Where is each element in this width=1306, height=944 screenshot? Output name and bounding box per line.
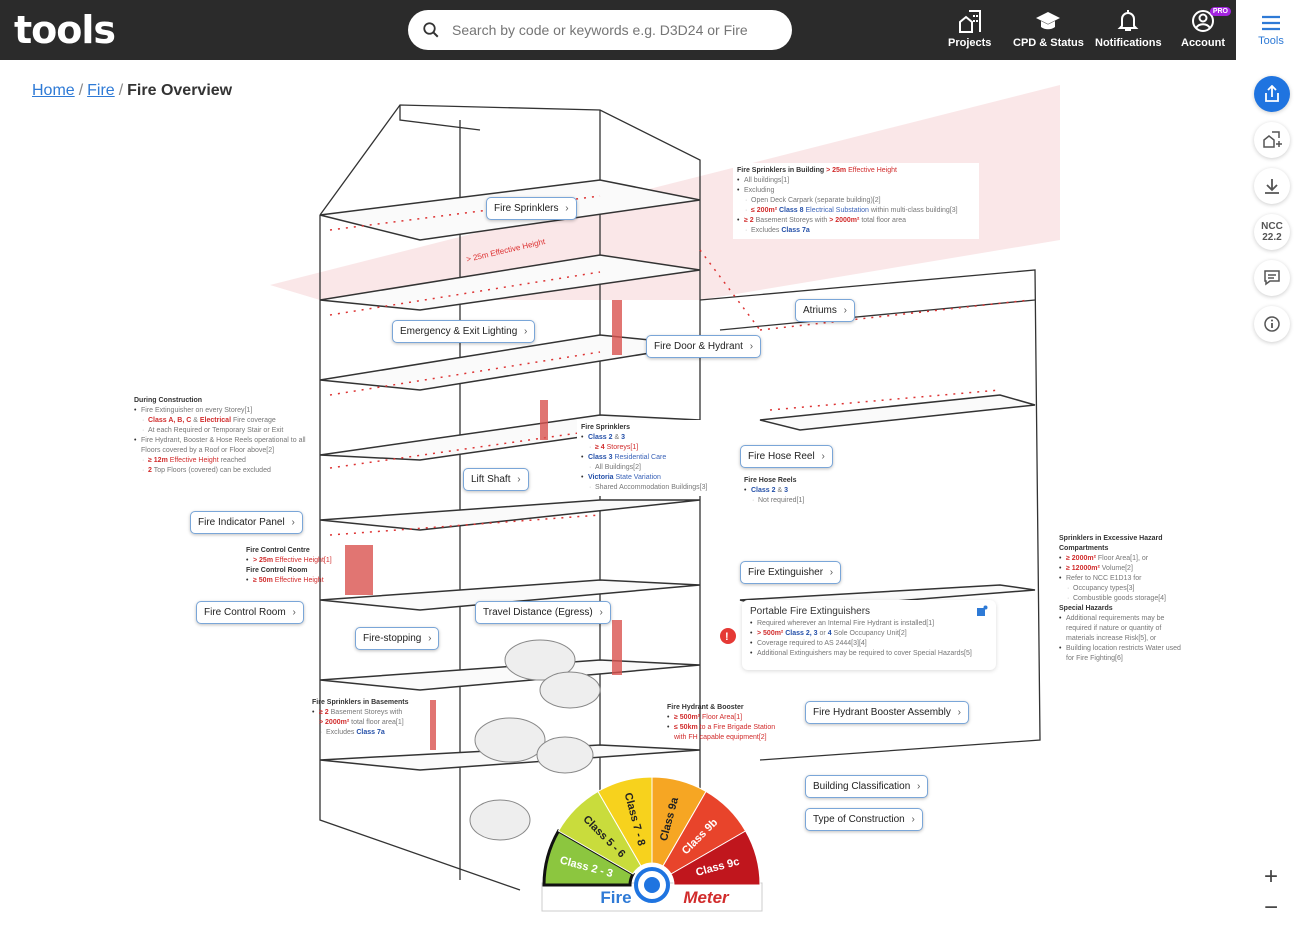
note-hydrant-booster: Fire Hydrant & Booster ≥ 500m² Floor Are… xyxy=(667,703,789,743)
hotspot-lift-shaft[interactable]: Lift Shaft xyxy=(463,468,529,491)
hotspot-travel-distance[interactable]: Travel Distance (Egress) xyxy=(475,601,611,624)
nav-notifications[interactable]: Notifications xyxy=(1095,8,1162,49)
breadcrumb-current: Fire Overview xyxy=(127,82,233,99)
download-icon xyxy=(1265,179,1279,194)
breadcrumb: Home/Fire/Fire Overview xyxy=(32,82,232,100)
house-add-icon xyxy=(1263,131,1282,148)
tools-label: Tools xyxy=(1258,34,1284,47)
note-fire-sprinklers-classes: Fire Sprinklers Class 2 & 3 ≥ 4 Storeys[… xyxy=(577,420,719,496)
pro-badge: PRO xyxy=(1209,7,1231,16)
buildings-icon xyxy=(958,10,981,33)
search-box[interactable] xyxy=(408,10,792,50)
hotspot-hydrant-booster[interactable]: Fire Hydrant Booster Assembly xyxy=(805,701,969,724)
note-fire-hose-reels: Fire Hose Reels Class 2 & 3Not required[… xyxy=(740,473,810,509)
graduation-cap-icon xyxy=(1036,12,1061,30)
nav-label: Account xyxy=(1181,37,1225,49)
nav-projects[interactable]: Projects xyxy=(948,8,991,49)
info-icon xyxy=(1264,316,1280,332)
share-icon xyxy=(1265,85,1279,102)
hotspot-fire-extinguisher[interactable]: Fire Extinguisher xyxy=(740,561,842,584)
search-input[interactable] xyxy=(452,22,772,38)
share-button[interactable] xyxy=(1254,76,1290,112)
note-during-construction: During Construction Fire Extinguisher on… xyxy=(134,396,306,476)
logo[interactable]: tools xyxy=(14,8,116,52)
hotspot-fire-sprinklers[interactable]: Fire Sprinklers xyxy=(486,197,577,220)
open-details-icon[interactable] xyxy=(976,605,988,617)
hotspot-fire-door-hydrant[interactable]: Fire Door & Hydrant xyxy=(646,335,762,358)
add-to-project-button[interactable] xyxy=(1254,122,1290,158)
breadcrumb-separator: / xyxy=(118,82,124,99)
hotspot-fire-indicator-panel[interactable]: Fire Indicator Panel xyxy=(190,511,303,534)
note-sprinklers-building: Fire Sprinklers in Building > 25m Effect… xyxy=(733,163,979,239)
nav-label: CPD & Status xyxy=(1013,37,1084,49)
top-bar: tools Projects CPD & Status Notification… xyxy=(0,0,1236,60)
nav-cpd[interactable]: CPD & Status xyxy=(1013,8,1084,49)
comment-icon xyxy=(1264,270,1280,286)
hotspot-fire-control-room[interactable]: Fire Control Room xyxy=(196,601,304,624)
feedback-button[interactable] xyxy=(1254,260,1290,296)
svg-text:!: ! xyxy=(725,631,729,643)
search-icon xyxy=(423,22,439,38)
hotspot-emergency-lighting[interactable]: Emergency & Exit Lighting xyxy=(392,320,536,343)
nav-label: Projects xyxy=(948,37,992,49)
tools-menu-button[interactable]: Tools xyxy=(1236,0,1306,60)
hotspot-fire-hose-reel[interactable]: Fire Hose Reel xyxy=(740,445,833,468)
breadcrumb-home[interactable]: Home xyxy=(32,82,75,99)
nav-label: Notifications xyxy=(1095,37,1162,49)
zoom-out-button[interactable]: − xyxy=(1256,893,1286,923)
portable-extinguishers-card: Portable Fire Extinguishers Required whe… xyxy=(742,600,996,670)
gauge-segment[interactable] xyxy=(670,830,761,886)
building-illustration: > 25m Effective Height ! xyxy=(270,85,1060,891)
hamburger-icon xyxy=(1262,15,1280,30)
nav-account[interactable]: PRO Account xyxy=(1181,7,1231,49)
zoom-in-button[interactable]: + xyxy=(1256,862,1286,892)
note-excessive-hazard: Sprinklers in Excessive Hazard Compartme… xyxy=(1059,534,1181,664)
download-button[interactable] xyxy=(1254,168,1290,204)
note-fire-control: Fire Control Centre> 25m Effective Heigh… xyxy=(246,546,346,586)
hotspot-type-of-construction[interactable]: Type of Construction xyxy=(805,808,923,831)
breadcrumb-fire[interactable]: Fire xyxy=(87,82,115,99)
bell-icon xyxy=(1117,10,1139,31)
account-icon xyxy=(1192,10,1214,32)
hotspot-building-classification[interactable]: Building Classification xyxy=(805,775,929,798)
note-basement-sprinklers: Fire Sprinklers in Basements ≥ 2 Basemen… xyxy=(312,698,422,738)
hotspot-atriums[interactable]: Atriums xyxy=(795,299,856,322)
hotspot-fire-stopping[interactable]: Fire-stopping xyxy=(355,627,440,650)
fire-meter-word-fire: Fire xyxy=(600,888,631,907)
fire-meter-word-meter: Meter xyxy=(683,888,730,907)
info-button[interactable] xyxy=(1254,306,1290,342)
breadcrumb-separator: / xyxy=(78,82,84,99)
